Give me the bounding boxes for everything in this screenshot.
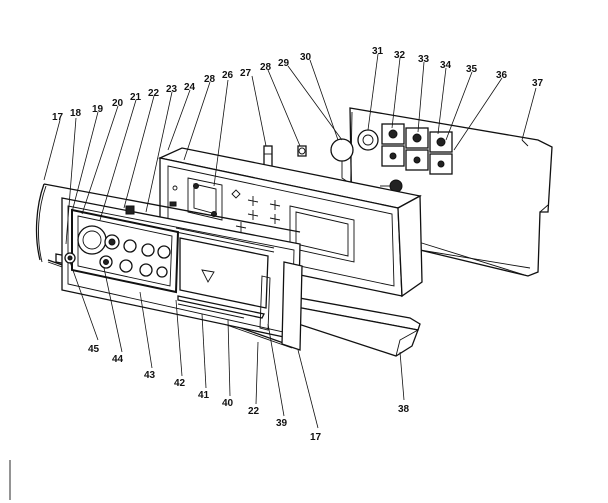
callout-38: 38: [398, 404, 410, 415]
callout-17-b: 17: [310, 432, 322, 443]
callout-18: 18: [70, 108, 82, 119]
callout-21: 21: [130, 92, 142, 103]
callout-35: 35: [466, 64, 478, 75]
callout-29: 29: [278, 58, 290, 69]
callout-45: 45: [88, 344, 100, 355]
callout-44: 44: [112, 354, 124, 365]
callout-41: 41: [198, 390, 210, 401]
callout-23: 23: [166, 84, 178, 95]
left-end-cap: [35, 183, 47, 263]
control-housing: [157, 147, 423, 298]
callout-24: 24: [184, 82, 196, 93]
callout-33: 33: [418, 54, 430, 65]
callout-22: 22: [148, 88, 160, 99]
callout-19: 19: [92, 104, 104, 115]
switch-block: [357, 123, 453, 175]
callout-30: 30: [300, 52, 312, 63]
callout-32: 32: [394, 50, 406, 61]
callout-28-b: 28: [260, 62, 272, 73]
callout-43: 43: [144, 370, 156, 381]
callout-34: 34: [440, 60, 452, 71]
callout-31: 31: [372, 46, 384, 57]
callout-22-b: 22: [248, 406, 260, 417]
side-panel: [259, 261, 303, 351]
callout-36: 36: [496, 70, 508, 81]
callout-37: 37: [532, 78, 544, 89]
callout-28: 28: [204, 74, 216, 85]
front-panel: [61, 197, 301, 341]
callout-17: 17: [52, 112, 64, 123]
indicator-lamp: [330, 138, 361, 191]
callout-27: 27: [240, 68, 252, 79]
callout-26: 26: [222, 70, 234, 81]
callout-20: 20: [112, 98, 124, 109]
leader-lines: [43, 53, 537, 429]
callout-40: 40: [222, 398, 234, 409]
callout-39: 39: [276, 418, 288, 429]
callout-labels: 17 18 19 20 21 22 23 24 28 26 27 28 29 3…: [52, 46, 544, 443]
callout-42: 42: [174, 378, 186, 389]
clip: [297, 145, 307, 157]
